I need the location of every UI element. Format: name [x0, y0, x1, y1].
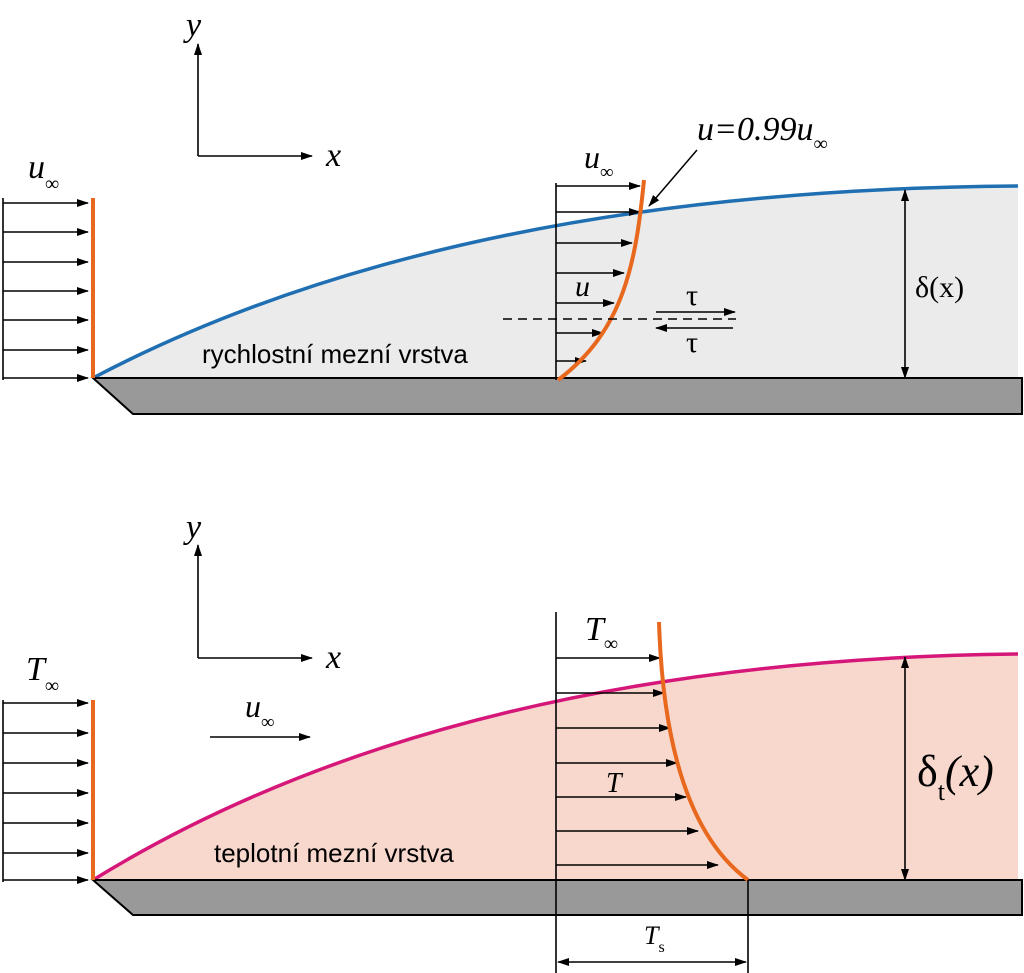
velocity-axis-x-label: x — [325, 137, 341, 174]
velocity-thickness: δ(x) — [901, 189, 964, 379]
velocity-thickness-label: δ(x) — [915, 271, 964, 304]
thermal-thickness-label: δt(x) — [917, 747, 994, 806]
thermal-panel: y x u∞ T∞ — [2, 509, 1023, 973]
velocity-inflow: u∞ — [2, 149, 95, 382]
velocity-local-label: u — [575, 270, 590, 303]
velocity-region-label: rychlostní mezní vrstva — [202, 339, 468, 369]
velocity-local-profile: u∞ u — [555, 139, 646, 382]
velocity-edge-callout: u=0.99u∞ — [648, 111, 828, 207]
velocity-axes: y x — [183, 7, 341, 174]
velocity-shear: τ τ — [503, 279, 736, 359]
thermal-inflow: T∞ — [2, 651, 95, 884]
velocity-boundary-layer-edge — [92, 184, 1019, 380]
thermal-profile-top-label: T∞ — [585, 611, 618, 655]
thermal-local-profile: T∞ T — [555, 611, 750, 973]
velocity-edge-callout-label: u=0.99u∞ — [697, 111, 828, 155]
thermal-thickness: δt(x) — [901, 656, 994, 881]
thermal-inflow-label: T∞ — [26, 651, 59, 697]
thermal-surface-label: Ts — [644, 921, 665, 956]
thermal-free-stream-label: u∞ — [245, 688, 275, 733]
thermal-axis-y-label: y — [183, 509, 202, 546]
thermal-axes: y x — [183, 509, 341, 676]
velocity-shear-bottom-label: τ — [686, 326, 698, 359]
velocity-inflow-label: u∞ — [28, 149, 59, 195]
velocity-profile-top-label: u∞ — [584, 139, 614, 183]
thermal-axis-x-label: x — [325, 639, 341, 676]
velocity-panel: y x u∞ u∞ u — [2, 7, 1023, 415]
thermal-free-stream: u∞ — [210, 688, 311, 741]
thermal-boundary-layer-edge — [92, 652, 1019, 882]
velocity-shear-top-label: τ — [686, 279, 698, 312]
thermal-plate — [90, 879, 1023, 916]
thermal-local-label: T — [606, 768, 624, 799]
velocity-axis-y-label: y — [183, 7, 202, 44]
thermal-region-label: teplotní mezní vrstva — [214, 838, 454, 868]
thermal-surface-temperature: Ts — [557, 880, 749, 973]
velocity-plate — [90, 377, 1023, 415]
